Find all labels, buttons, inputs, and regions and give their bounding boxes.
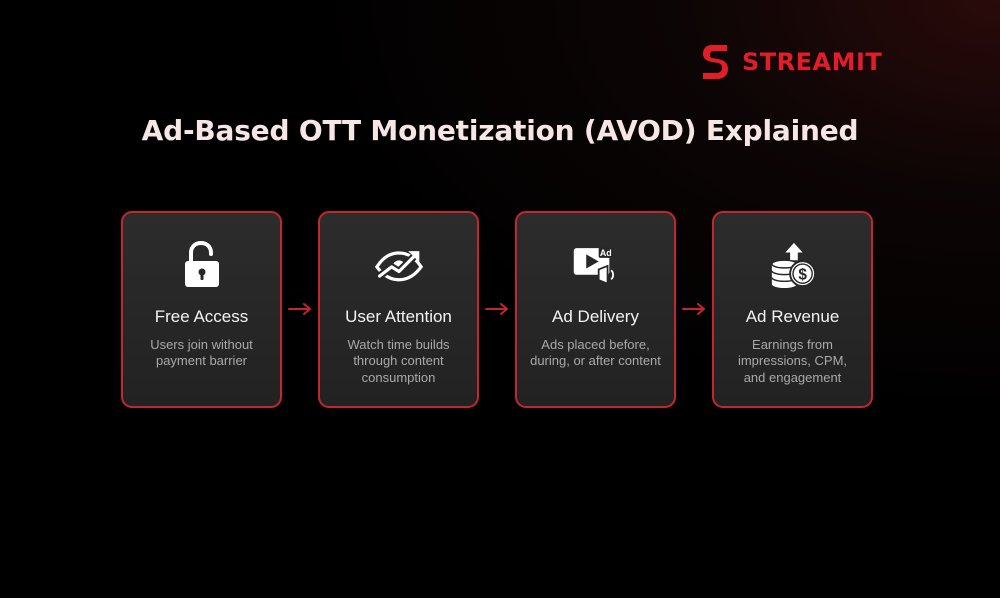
step-title: User Attention [345, 306, 452, 326]
step-description: Users join without payment barrier [150, 336, 253, 369]
streamit-logo-icon [703, 45, 728, 79]
brand-name: STREAMIT [742, 48, 883, 76]
coins-revenue-icon: $ [769, 241, 817, 289]
step-card-ad-delivery: Ad Ad Delivery Ads placed before, during… [515, 210, 676, 408]
step-card-user-attention: User Attention Watch time builds through… [318, 210, 479, 408]
step-card-ad-revenue: $ Ad Revenue Earnings from impressions, … [712, 210, 873, 408]
step-card-free-access: Free Access Users join without payment b… [121, 210, 282, 408]
unlock-icon [178, 240, 226, 289]
arrow-right-icon [676, 210, 712, 408]
process-flow: Free Access Users join without payment b… [121, 210, 873, 408]
step-description: Ads placed before, during, or after cont… [530, 336, 661, 369]
step-description: Earnings from impressions, CPM, and enga… [737, 336, 848, 385]
svg-text:$: $ [798, 266, 807, 283]
eye-trend-icon [374, 241, 423, 289]
page-title: Ad-Based OTT Monetization (AVOD) Explain… [141, 114, 859, 147]
ad-video-icon: Ad [572, 241, 620, 289]
step-title: Free Access [154, 306, 249, 326]
ad-badge: Ad [599, 248, 611, 258]
brand-logo: STREAMIT [700, 42, 882, 82]
step-title: Ad Revenue [745, 306, 840, 326]
arrow-right-icon [282, 210, 318, 408]
step-title: Ad Delivery [552, 306, 639, 326]
arrow-right-icon [479, 210, 515, 408]
step-description: Watch time builds through content consum… [347, 336, 450, 385]
